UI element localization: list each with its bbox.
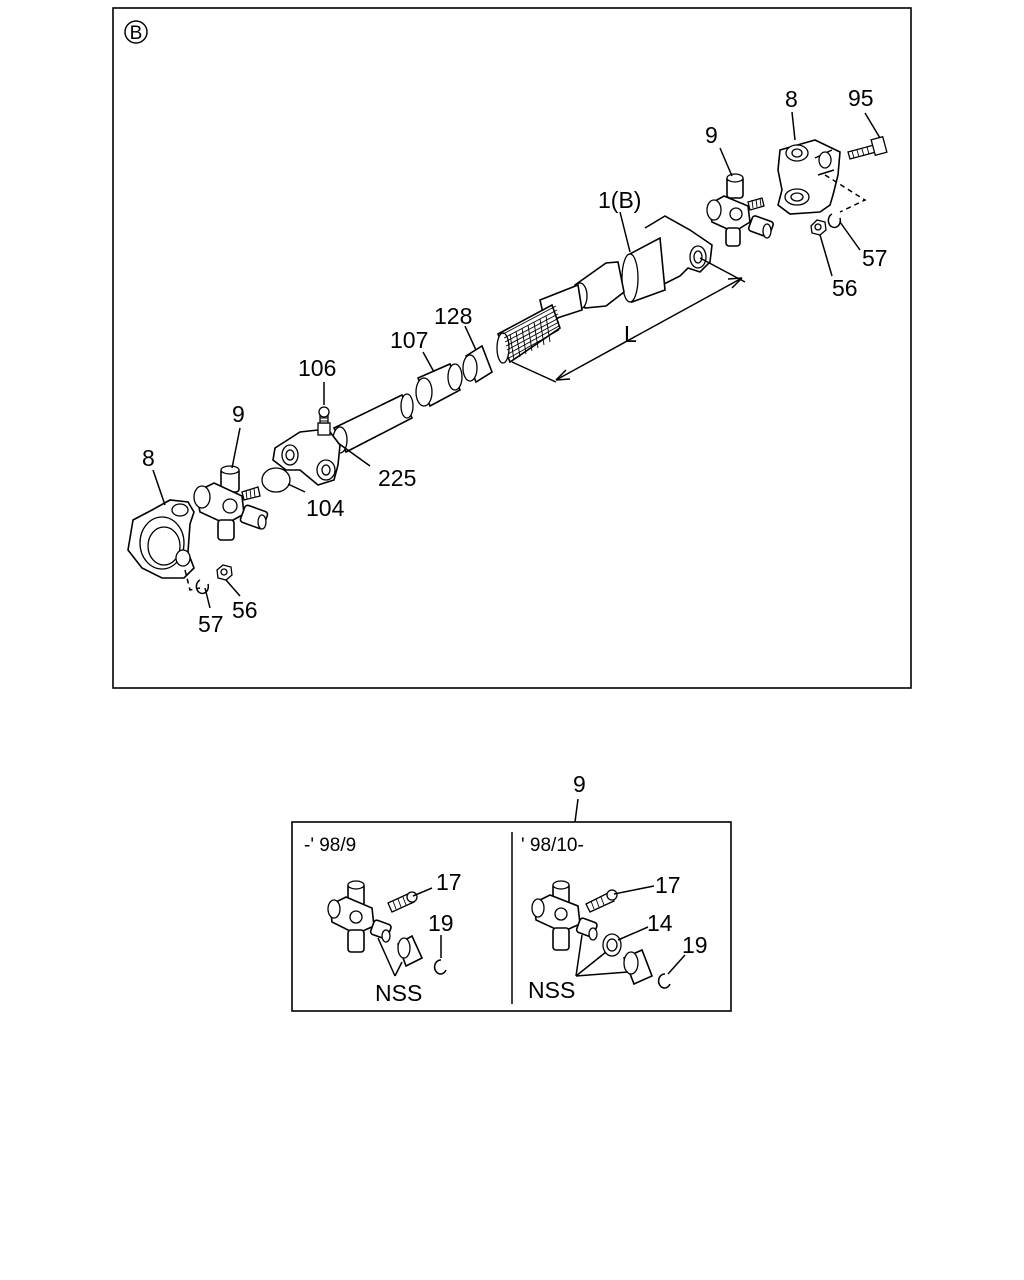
detail-left-bearing-cup bbox=[397, 934, 424, 968]
label-part-106: 106 bbox=[298, 355, 336, 381]
detail-right-bearing-cup bbox=[622, 948, 654, 986]
detail-right-label-17: 17 bbox=[655, 872, 681, 898]
flange-yoke-left bbox=[127, 499, 195, 579]
label-part-104: 104 bbox=[306, 495, 345, 521]
dimension-l-arrow bbox=[511, 257, 746, 383]
o-ring-104 bbox=[261, 467, 291, 493]
detail-left-joint bbox=[327, 880, 392, 953]
detail-right-label-14: 14 bbox=[647, 910, 673, 936]
nut-56-left bbox=[216, 564, 233, 581]
universal-joint-right bbox=[706, 173, 774, 247]
label-part-225: 225 bbox=[378, 465, 416, 491]
view-marker-b: B bbox=[124, 20, 148, 44]
nut-56-right bbox=[810, 219, 827, 236]
label-part-1b: 1(B) bbox=[598, 187, 641, 213]
detail-left-label-19: 19 bbox=[428, 910, 454, 936]
detail-left-label-17: 17 bbox=[436, 869, 462, 895]
label-part-95: 95 bbox=[848, 85, 874, 111]
label-part-57-right: 57 bbox=[862, 245, 888, 271]
detail-title: 9 bbox=[573, 771, 586, 797]
label-part-8-right: 8 bbox=[785, 86, 798, 112]
detail-right-date: ' 98/10- bbox=[521, 835, 584, 856]
detail-right-label-19: 19 bbox=[682, 932, 708, 958]
ring-128 bbox=[462, 344, 493, 384]
view-marker-text: B bbox=[130, 23, 143, 44]
label-part-8-left: 8 bbox=[142, 445, 155, 471]
detail-right-grease-fitting-17 bbox=[585, 889, 618, 913]
label-part-56-left: 56 bbox=[232, 597, 258, 623]
detail-right-seal-14 bbox=[602, 933, 622, 957]
dashed-guide-left bbox=[184, 569, 201, 591]
tube-yoke-left bbox=[272, 429, 341, 486]
tube-225 bbox=[332, 393, 414, 454]
detail-right-leaders bbox=[575, 885, 686, 977]
label-part-107: 107 bbox=[390, 327, 428, 353]
label-part-9-left: 9 bbox=[232, 401, 245, 427]
grease-fitting-106 bbox=[317, 406, 331, 436]
bolt-95 bbox=[847, 135, 888, 160]
flange-yoke-right bbox=[777, 139, 841, 215]
main-diagram-frame bbox=[112, 7, 912, 689]
detail-right-snap-ring-19 bbox=[657, 973, 671, 989]
label-part-57-left: 57 bbox=[198, 611, 224, 637]
detail-right-joint bbox=[531, 880, 598, 951]
detail-left-date: -' 98/9 bbox=[304, 835, 356, 856]
label-dimension-l: L bbox=[624, 321, 637, 347]
dashed-guide-right bbox=[824, 174, 867, 213]
label-part-9-right: 9 bbox=[705, 122, 718, 148]
detail-left-snap-ring-19 bbox=[433, 959, 447, 975]
detail-frame bbox=[291, 821, 732, 1012]
detail-left-grease-fitting-17 bbox=[387, 891, 418, 913]
universal-joint-left bbox=[193, 465, 269, 541]
slip-yoke-shaft-1b bbox=[496, 215, 713, 364]
washer-57-left bbox=[195, 579, 210, 595]
leader-lines bbox=[152, 111, 881, 609]
detail-title-leader bbox=[574, 798, 579, 823]
label-part-56-right: 56 bbox=[832, 275, 858, 301]
bushing-107 bbox=[415, 362, 463, 408]
detail-left-nss: NSS bbox=[375, 980, 422, 1006]
view-marker-circle bbox=[124, 20, 148, 44]
washer-57-right bbox=[827, 213, 842, 229]
detail-left-leaders bbox=[377, 887, 442, 977]
detail-right-nss: NSS bbox=[528, 977, 575, 1003]
label-part-128: 128 bbox=[434, 303, 472, 329]
